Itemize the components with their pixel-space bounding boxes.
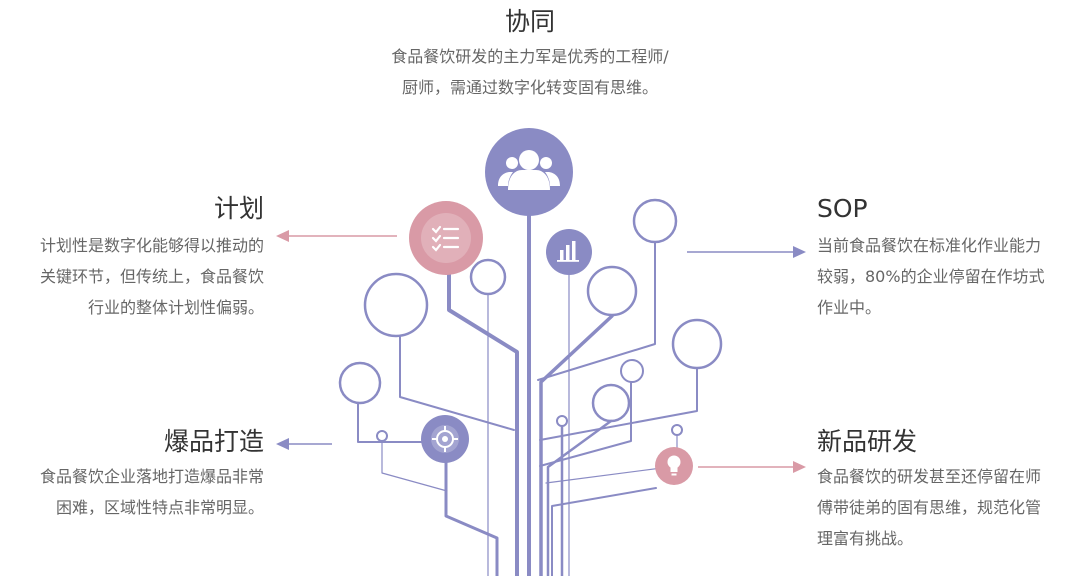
branch-line — [357, 403, 445, 443]
hit-line: 食品餐饮企业落地打造爆品非常 — [39, 467, 264, 486]
node-ring — [338, 361, 382, 405]
bar-chart-icon — [546, 229, 592, 275]
hit-title: 爆品打造 — [163, 427, 264, 456]
hit-block: 爆品打造 食品餐饮企业落地打造爆品非常 困难，区域性特点非常明显。 — [40, 426, 264, 523]
branch-line — [537, 241, 656, 381]
arrow-newrd — [698, 461, 806, 473]
top-block: 协同 食品餐饮研发的主力军是优秀的工程师/ 厨师，需通过数字化转变固有思维。 — [330, 6, 730, 103]
node-ring — [556, 415, 568, 427]
plan-block: 计划 计划性是数字化能够得以推动的 关键环节，但传统上，食品餐饮 行业的整体计划… — [40, 193, 264, 323]
hit-line: 困难，区域性特点非常明显。 — [55, 498, 264, 517]
top-title: 协同 — [504, 7, 555, 36]
branch-line — [381, 441, 448, 492]
sop-line: 当前食品餐饮在标准化作业能力 — [817, 236, 1042, 255]
node-ring — [671, 318, 723, 370]
newrd-title: 新品研发 — [817, 427, 918, 456]
top-line: 厨师，需通过数字化转变固有思维。 — [401, 78, 658, 97]
node-ring — [632, 198, 678, 244]
top-line: 食品餐饮研发的主力军是优秀的工程师/ — [391, 47, 669, 66]
sop-title: SOP — [817, 194, 868, 223]
sop-line: 作业中。 — [817, 298, 882, 317]
node-ring — [586, 265, 638, 317]
node-ring — [591, 383, 631, 423]
branch-line — [444, 459, 499, 576]
plan-line: 关键环节，但传统上，食品餐饮 — [39, 267, 264, 286]
newrd-line: 食品餐饮的研发甚至还停留在师 — [817, 467, 1042, 486]
sop-description: 当前食品餐饮在标准化作业能力 较弱，80%的企业停留在作坊式 作业中。 — [817, 230, 1045, 323]
plan-description: 计划性是数字化能够得以推动的 关键环节，但传统上，食品餐饮 行业的整体计划性偏弱… — [40, 230, 264, 323]
arrow-sop — [687, 246, 806, 258]
plan-title: 计划 — [213, 194, 264, 223]
branch-line — [539, 314, 614, 576]
node-ring — [469, 258, 507, 296]
node-ring — [671, 424, 683, 436]
plan-line: 计划性是数字化能够得以推动的 — [39, 236, 264, 255]
plan-line: 行业的整体计划性偏弱。 — [87, 298, 264, 317]
branch-line — [399, 335, 515, 431]
arrow-plan — [276, 230, 397, 242]
branch-line — [447, 260, 519, 576]
newrd-block: 新品研发 食品餐饮的研发甚至还停留在师 傅带徒弟的固有思维，规范化管 理富有挑战… — [817, 426, 1041, 554]
hit-description: 食品餐饮企业落地打造爆品非常 困难，区域性特点非常明显。 — [40, 461, 264, 523]
target-icon — [421, 415, 469, 463]
checklist-icon — [409, 201, 483, 275]
sop-line: 较弱，80%的企业停留在作坊式 — [817, 267, 1045, 286]
sop-block: SOP 当前食品餐饮在标准化作业能力 较弱，80%的企业停留在作坊式 作业中。 — [817, 193, 1045, 323]
node-ring — [363, 272, 429, 338]
branch-line — [551, 487, 657, 576]
branch-line — [539, 382, 632, 467]
top-description: 食品餐饮研发的主力军是优秀的工程师/ 厨师，需通过数字化转变固有思维。 — [330, 41, 730, 103]
node-ring — [620, 359, 644, 383]
lightbulb-icon — [655, 447, 693, 485]
arrow-hit — [276, 438, 332, 450]
node-ring — [376, 430, 388, 442]
newrd-line: 理富有挑战。 — [817, 529, 914, 548]
newrd-line: 傅带徒弟的固有思维，规范化管 — [817, 498, 1042, 517]
people-icon — [485, 128, 573, 216]
branch-line — [539, 368, 698, 441]
branch-line — [546, 419, 613, 576]
newrd-description: 食品餐饮的研发甚至还停留在师 傅带徒弟的固有思维，规范化管 理富有挑战。 — [817, 461, 1041, 554]
